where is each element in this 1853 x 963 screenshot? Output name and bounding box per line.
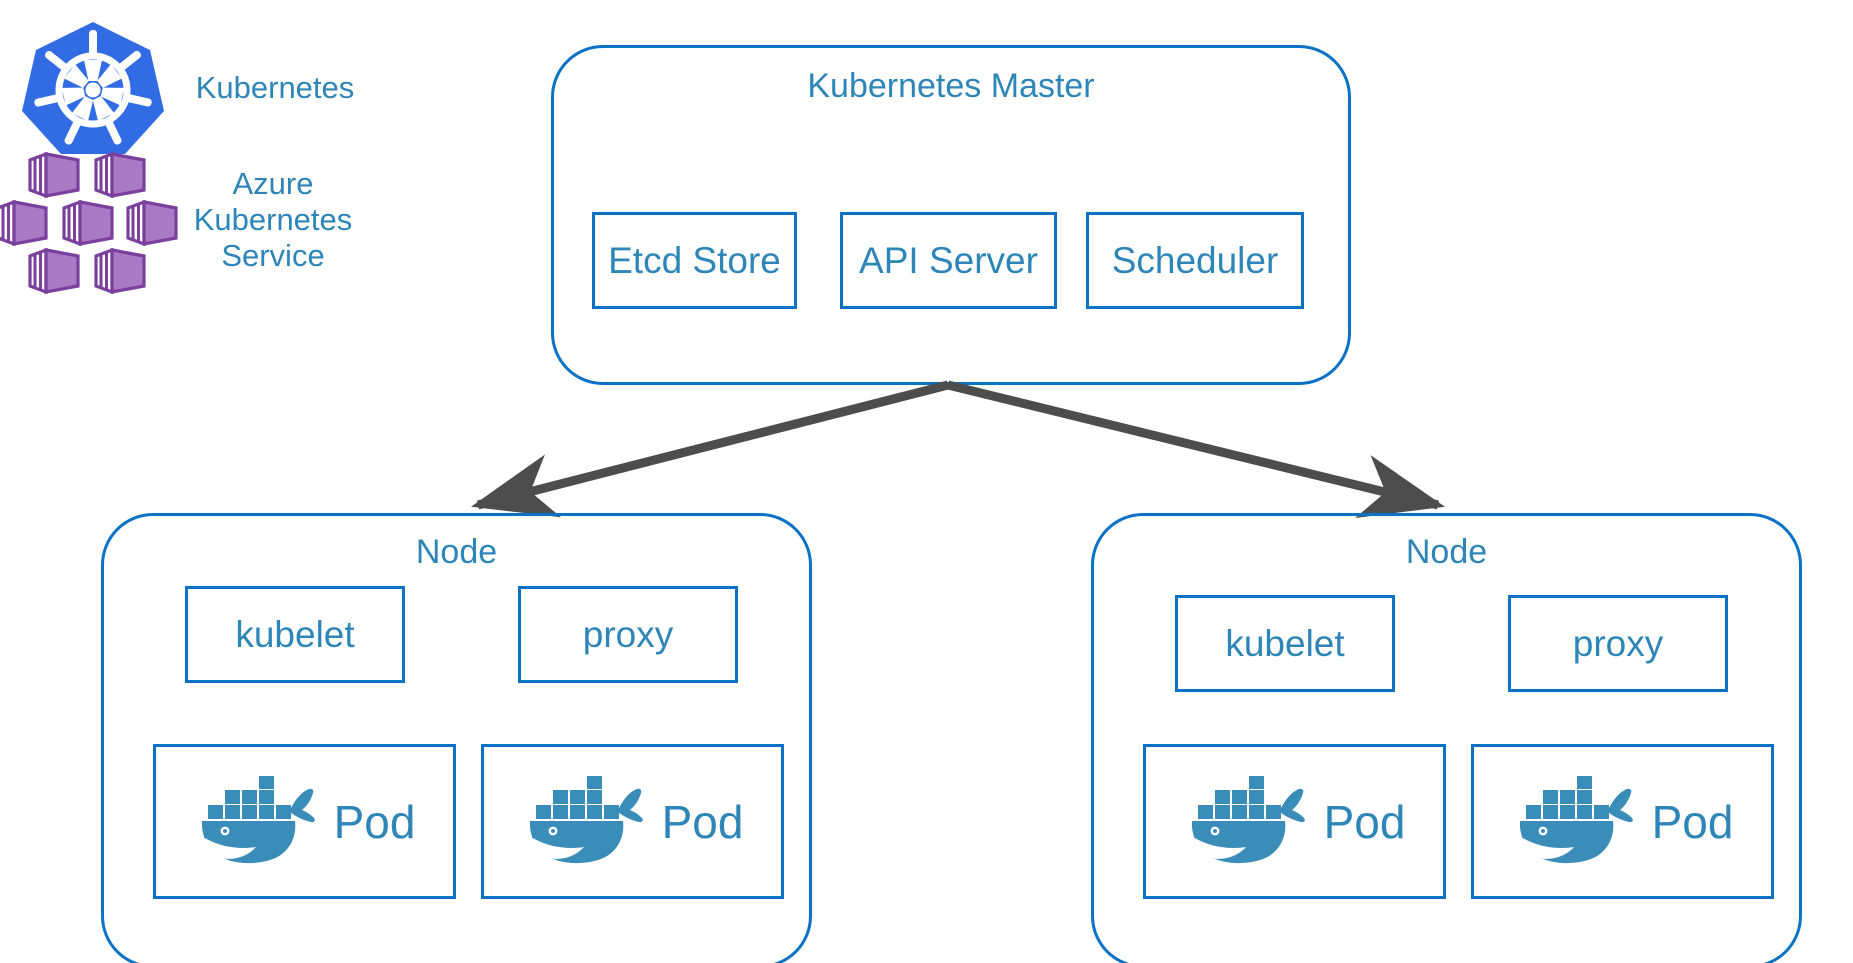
pod-label: Pod <box>333 795 416 848</box>
node-container-right[interactable]: Node <box>1091 513 1802 963</box>
master-component-scheduler[interactable]: Scheduler <box>1086 212 1304 309</box>
node-left-component-kubelet[interactable]: kubelet <box>185 586 405 683</box>
master-component-label: API Server <box>859 239 1038 281</box>
pod-label: Pod <box>661 795 744 848</box>
master-component-api-server[interactable]: API Server <box>840 212 1057 309</box>
node-right-pod-2[interactable]: Pod <box>1471 744 1774 899</box>
node-title: Node <box>1405 533 1488 571</box>
node-left-component-proxy[interactable]: proxy <box>518 586 738 683</box>
kubernetes-logo-icon <box>18 18 168 158</box>
kubernetes-master-title: Kubernetes Master <box>807 67 1095 105</box>
pod-label: Pod <box>1651 795 1734 848</box>
master-component-label: Scheduler <box>1111 239 1279 281</box>
legend-item-azure-kubernetes-service: Azure Kubernetes Service <box>0 150 430 300</box>
arrow-master-to-right-node <box>946 380 1445 519</box>
node-left-pod-1[interactable]: Pod <box>153 744 456 899</box>
legend-item-kubernetes: Kubernetes <box>10 18 430 154</box>
arrow-master-to-left-node <box>471 380 950 518</box>
docker-whale-icon <box>194 775 318 868</box>
node-component-label: kubelet <box>1225 622 1345 664</box>
azure-kubernetes-service-logo-icon <box>0 150 178 296</box>
legend-label-azure-kubernetes-service: Azure Kubernetes Service <box>193 166 353 273</box>
node-title: Node <box>415 533 498 571</box>
docker-whale-icon <box>1512 775 1636 868</box>
node-component-label: proxy <box>582 613 674 655</box>
node-right-pod-1[interactable]: Pod <box>1143 744 1446 899</box>
master-component-label: Etcd Store <box>608 239 781 281</box>
node-right-component-kubelet[interactable]: kubelet <box>1175 595 1395 692</box>
node-left-pod-2[interactable]: Pod <box>481 744 784 899</box>
docker-whale-icon <box>522 775 646 868</box>
node-right-component-proxy[interactable]: proxy <box>1508 595 1728 692</box>
master-component-etcd-store[interactable]: Etcd Store <box>592 212 797 309</box>
node-component-label: kubelet <box>235 613 355 655</box>
pod-label: Pod <box>1323 795 1406 848</box>
docker-whale-icon <box>1184 775 1308 868</box>
node-container-left[interactable]: Node <box>101 513 812 963</box>
node-component-label: proxy <box>1572 622 1664 664</box>
legend-label-kubernetes: Kubernetes <box>195 70 355 105</box>
